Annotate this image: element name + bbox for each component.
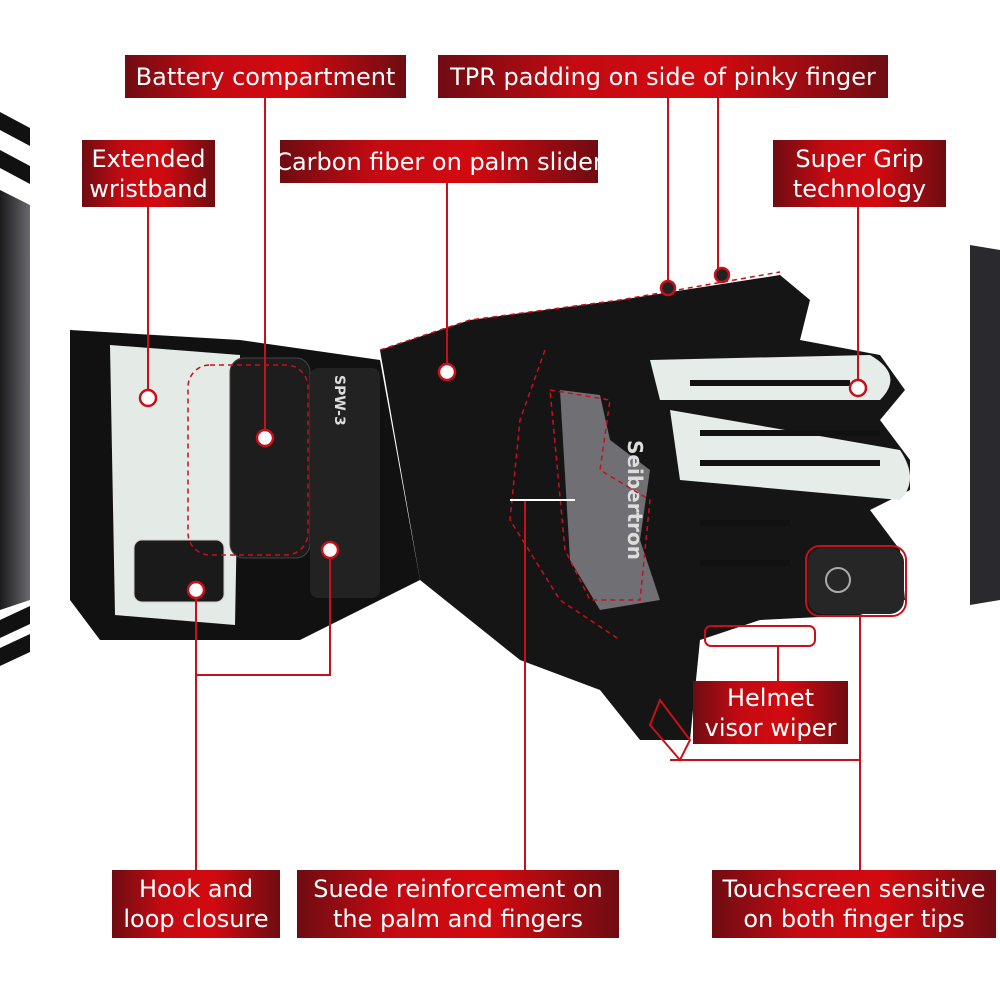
label-tpr-padding: TPR padding on side of pinky finger: [438, 55, 888, 98]
right-decoration: [970, 245, 1000, 605]
label-text: Touchscreen sensitive: [722, 875, 986, 903]
label-text: the palm and fingers: [332, 905, 584, 933]
leader-lines: [147, 98, 861, 870]
power-icon: [825, 567, 851, 593]
label-text: visor wiper: [704, 713, 837, 742]
label-text: loop closure: [123, 905, 269, 933]
label-text: wristband: [89, 174, 208, 203]
model-text: SPW-3: [331, 375, 347, 426]
callout-markers: [138, 266, 868, 600]
left-decoration: [0, 112, 30, 666]
brand-logo: Seibertron: [623, 440, 647, 560]
label-text: TPR padding on side of pinky finger: [450, 62, 876, 91]
label-text: Super Grip: [795, 144, 924, 173]
label-battery-compartment: Battery compartment: [125, 55, 406, 98]
label-text: on both finger tips: [743, 905, 965, 933]
label-carbon-fiber: Carbon fiber on palm slider: [275, 140, 603, 183]
label-text: Carbon fiber on palm slider: [275, 147, 603, 176]
label-text: Suede reinforcement on: [313, 875, 603, 903]
label-text: technology: [792, 174, 927, 203]
label-text: Extended: [91, 144, 206, 173]
label-text: Hook and: [138, 875, 254, 903]
label-text: Helmet: [726, 683, 815, 712]
label-text: Battery compartment: [135, 62, 396, 91]
